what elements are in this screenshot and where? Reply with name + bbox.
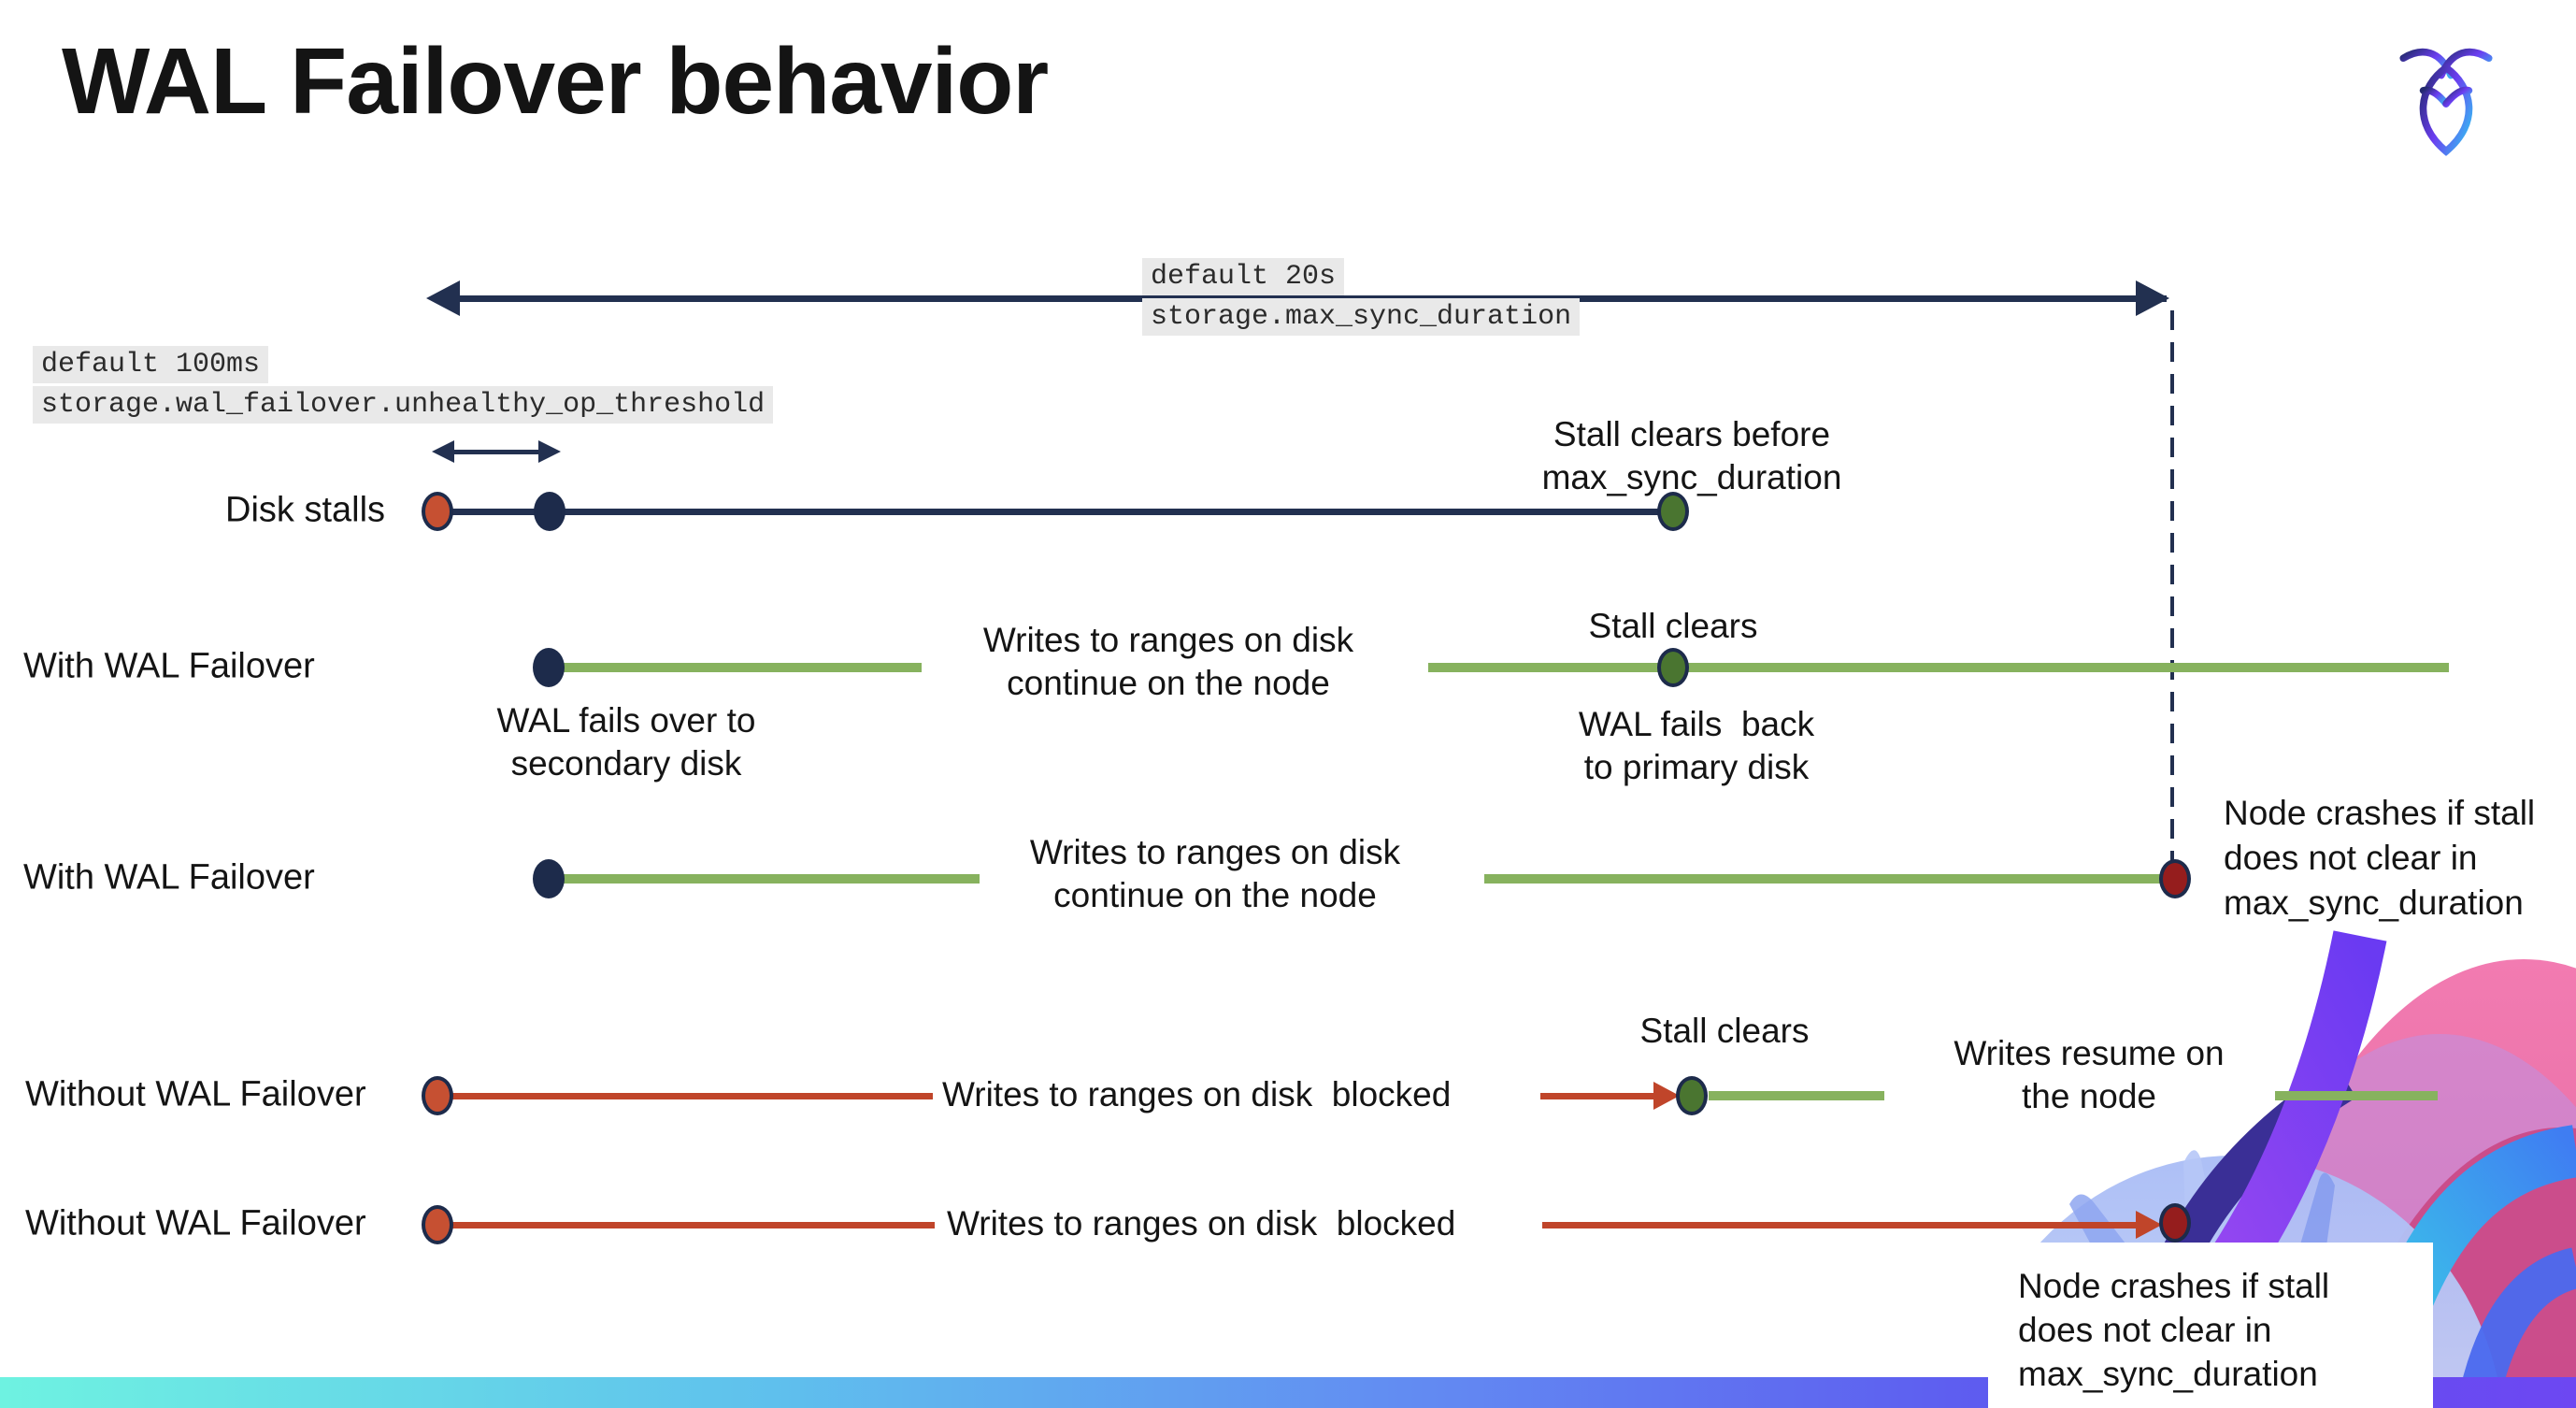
wal-fails-over-caption: WAL fails over to secondary disk xyxy=(496,701,756,783)
row-label-without-wal-failover-1: Without WAL Failover xyxy=(25,1074,366,1114)
stall-clears-dot xyxy=(1657,492,1689,531)
unhealthy-op-default-label: default 100ms xyxy=(33,346,269,383)
max-sync-setting-name: storage.max_sync_duration xyxy=(1142,298,1581,336)
writes-resume-line-1 xyxy=(1709,1091,1884,1100)
writes-resume-line-2 xyxy=(2275,1091,2438,1100)
stall-clears-before-caption: Stall clears before max_sync_duration xyxy=(1541,415,1842,496)
row-label-disk-stalls: Disk stalls xyxy=(225,490,386,530)
writes-continue-line-4 xyxy=(1484,874,2164,884)
threshold-arrowhead-left-icon xyxy=(432,440,454,463)
failover-start-dot-2 xyxy=(533,859,565,898)
node-crashes-label-box xyxy=(1988,1243,2433,1408)
wal-fails-back-caption: WAL fails back to primary disk xyxy=(1578,705,1815,786)
writes-blocked-line-1 xyxy=(449,1093,933,1099)
stall-start-dot-2 xyxy=(422,1205,453,1244)
unhealthy-op-threshold-annotation: default 100ms storage.wal_failover.unhea… xyxy=(33,346,774,426)
writes-resume-caption: Writes resume on the node xyxy=(1953,1034,2225,1115)
max-sync-default-label: default 20s xyxy=(1142,258,1345,295)
writes-blocked-line-3 xyxy=(449,1222,935,1228)
max-sync-duration-annotation: default 20s storage.max_sync_duration xyxy=(1142,258,1581,338)
stall-start-dot-1 xyxy=(422,1076,453,1115)
row-label-without-wal-failover-2: Without WAL Failover xyxy=(25,1203,366,1243)
row-label-with-wal-failover-1: With WAL Failover xyxy=(23,646,315,686)
writes-continue-caption-2: Writes to ranges on disk continue on the… xyxy=(1029,833,1401,914)
arrowhead-left-icon xyxy=(426,280,460,316)
node-crash-dot-2 xyxy=(2159,1203,2191,1243)
writes-blocked-caption-2: Writes to ranges on disk blocked xyxy=(947,1204,1456,1243)
stall-clears-dot-2 xyxy=(1676,1076,1708,1115)
stall-clears-caption-2: Stall clears xyxy=(1639,1012,1810,1050)
writes-continue-line-1 xyxy=(559,663,922,672)
row-label-with-wal-failover-2: With WAL Failover xyxy=(23,857,315,898)
writes-blocked-line-2 xyxy=(1540,1093,1654,1099)
arrowhead-right-icon xyxy=(2136,280,2169,316)
node-crashes-caption-1: Node crashes if stall does not clear in … xyxy=(2224,794,2536,922)
cockroachdb-logo-icon xyxy=(2399,48,2493,156)
writes-blocked-caption-1: Writes to ranges on disk blocked xyxy=(942,1075,1452,1114)
disk-stall-start-dot xyxy=(422,492,453,531)
threshold-arrow-line xyxy=(443,450,550,454)
threshold-arrowhead-right-icon xyxy=(538,440,561,463)
disk-stalls-timeline xyxy=(449,509,1673,515)
blocked-arrowhead-icon-2 xyxy=(2136,1211,2162,1239)
threshold-reached-dot xyxy=(534,492,565,531)
writes-continue-caption-1: Writes to ranges on disk continue on the… xyxy=(982,621,1354,702)
writes-blocked-line-4 xyxy=(1542,1222,2137,1228)
stall-clears-caption-1: Stall clears xyxy=(1588,607,1758,645)
unhealthy-op-setting-name: storage.wal_failover.unhealthy_op_thresh… xyxy=(33,386,774,424)
node-crash-dot-1 xyxy=(2159,859,2191,898)
failback-dot xyxy=(1657,648,1689,687)
writes-continue-line-3 xyxy=(559,874,980,884)
writes-continue-line-2 xyxy=(1428,663,2449,672)
page-title: WAL Failover behavior xyxy=(62,29,1049,134)
node-crashes-caption-2: Node crashes if stall does not clear in … xyxy=(2018,1267,2330,1393)
failover-start-dot xyxy=(533,648,565,687)
max-sync-timeout-dashed-line xyxy=(2170,310,2174,864)
blocked-arrowhead-icon-1 xyxy=(1653,1082,1680,1110)
